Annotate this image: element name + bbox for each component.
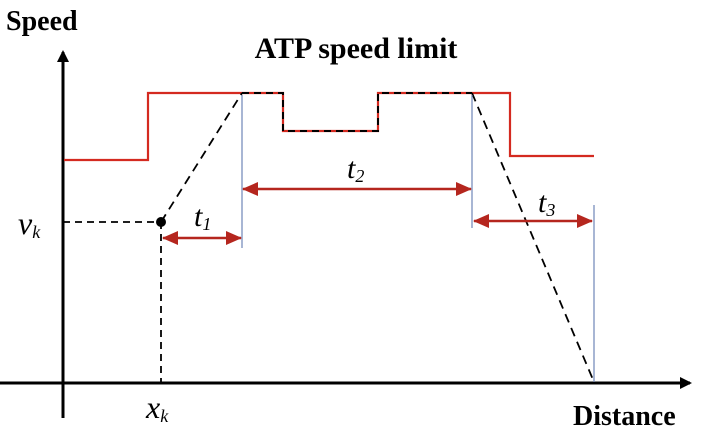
current-point	[156, 217, 166, 227]
accel-curve	[160, 92, 243, 223]
atp-speed-limit-line	[64, 91, 594, 162]
page-title: ATP speed limit	[255, 32, 458, 65]
limit-dashed-overlay	[242, 92, 472, 132]
t3-label: t3	[538, 186, 555, 220]
xk-label: xk	[145, 389, 169, 426]
decel-curve	[471, 92, 595, 383]
t1-label: t1	[194, 200, 211, 234]
x-axis-label: Distance	[573, 401, 676, 432]
vk-label: vk	[18, 205, 41, 242]
t2-label: t2	[347, 152, 364, 186]
y-axis-label: Speed	[6, 6, 78, 37]
